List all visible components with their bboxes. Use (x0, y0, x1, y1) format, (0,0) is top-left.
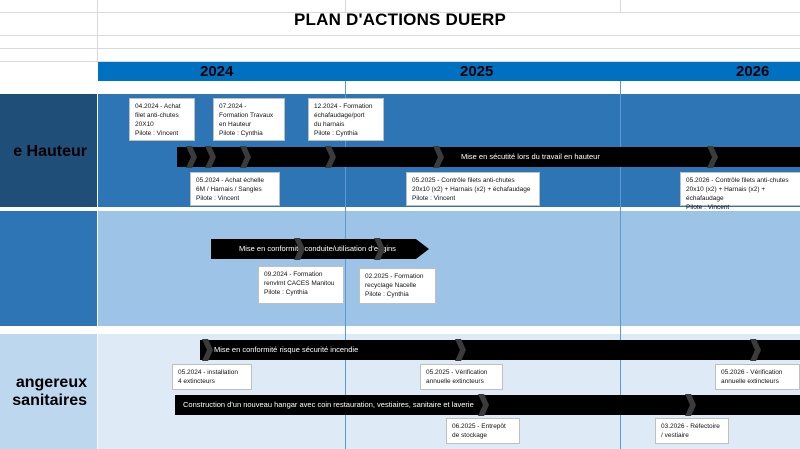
arrow-hauteur: Mise en sécutité lors du travail en haut… (177, 147, 800, 167)
milestone-note: 12.2024 - Formation échafaudage/port du … (308, 98, 384, 141)
milestone-note: 03.2026 - Réfectoire / vestiaire (655, 418, 729, 444)
chevron-icon (433, 146, 444, 168)
arrow-incendie-label: Mise en conformité risque sécurité incen… (214, 345, 359, 354)
page-title: PLAN D'ACTIONS DUERP (293, 10, 507, 29)
grid-line (97, 0, 98, 62)
chevron-icon (325, 146, 336, 168)
milestone-note: 09.2024 - Formation renvlmt CACES Manito… (258, 266, 344, 304)
chevron-icon (750, 339, 761, 361)
milestone-note: 05.2025 - Contrôle filets anti-chutes 20… (406, 172, 540, 206)
milestone-note: 05.2024 - Achat échelle 6M / Harnais / S… (190, 172, 280, 206)
chevron-icon (685, 394, 696, 416)
year-2026: 2026 (736, 63, 770, 80)
category-dangereux-line2: sanitaires (12, 392, 87, 409)
year-2025: 2025 (460, 63, 494, 80)
grid-line (0, 35, 800, 36)
year-header-bar (98, 62, 800, 81)
arrow-hangar-label: Construction d'un nouveau hangar avec co… (183, 400, 474, 409)
grid-line (345, 0, 346, 13)
year-divider-2025 (345, 81, 346, 449)
year-divider-2026 (620, 81, 621, 449)
category-hauteur: e Hauteur (0, 94, 97, 207)
year-2024: 2024 (200, 63, 234, 80)
chevron-icon (186, 146, 197, 168)
arrow-engins-label: Mise en conformité conduite/utilisation … (239, 244, 396, 253)
milestone-note: 05.2024 - installation 4 extincteurs (172, 364, 252, 390)
chevron-icon (707, 146, 718, 168)
chevron-icon (294, 238, 305, 260)
chevron-icon (374, 238, 385, 260)
arrow-hauteur-label: Mise en sécutité lors du travail en haut… (461, 152, 600, 161)
lane-engins (98, 211, 800, 326)
chevron-icon (478, 394, 489, 416)
milestone-note: 04.2024 - Achat filet anti-chutes 20X10 … (129, 98, 195, 141)
category-dangereux-line1: angereux (15, 374, 87, 391)
category-dangereux: angereux sanitaires (0, 334, 97, 449)
grid-line (0, 48, 800, 49)
category-hauteur-label: e Hauteur (13, 143, 87, 160)
chevron-icon (202, 339, 213, 361)
milestone-note: 07.2024 - Formation Travaux en Hauteur P… (213, 98, 285, 141)
category-engins (0, 211, 97, 326)
arrow-engins: Mise en conformité conduite/utilisation … (211, 239, 429, 259)
grid-line (0, 12, 800, 13)
milestone-note: 05.2026 - Vérification annuelle extincte… (715, 364, 800, 390)
milestone-note: 06.2025 - Entrepôt de stockage (446, 418, 520, 444)
arrow-incendie: Mise en conformité risque sécurité incen… (200, 340, 800, 360)
grid-line (0, 61, 800, 62)
chevron-icon (205, 146, 216, 168)
chevron-icon (455, 339, 466, 361)
chevron-icon (240, 146, 251, 168)
milestone-note: 05.2026 - Contrôle filets anti-chutes 20… (680, 172, 800, 211)
grid-line (620, 0, 621, 13)
milestone-note: 02.2025 - Formation recyclage Nacelle Pi… (359, 268, 436, 304)
milestone-note: 05.2025 - Vérification annuelle extincte… (420, 364, 503, 390)
